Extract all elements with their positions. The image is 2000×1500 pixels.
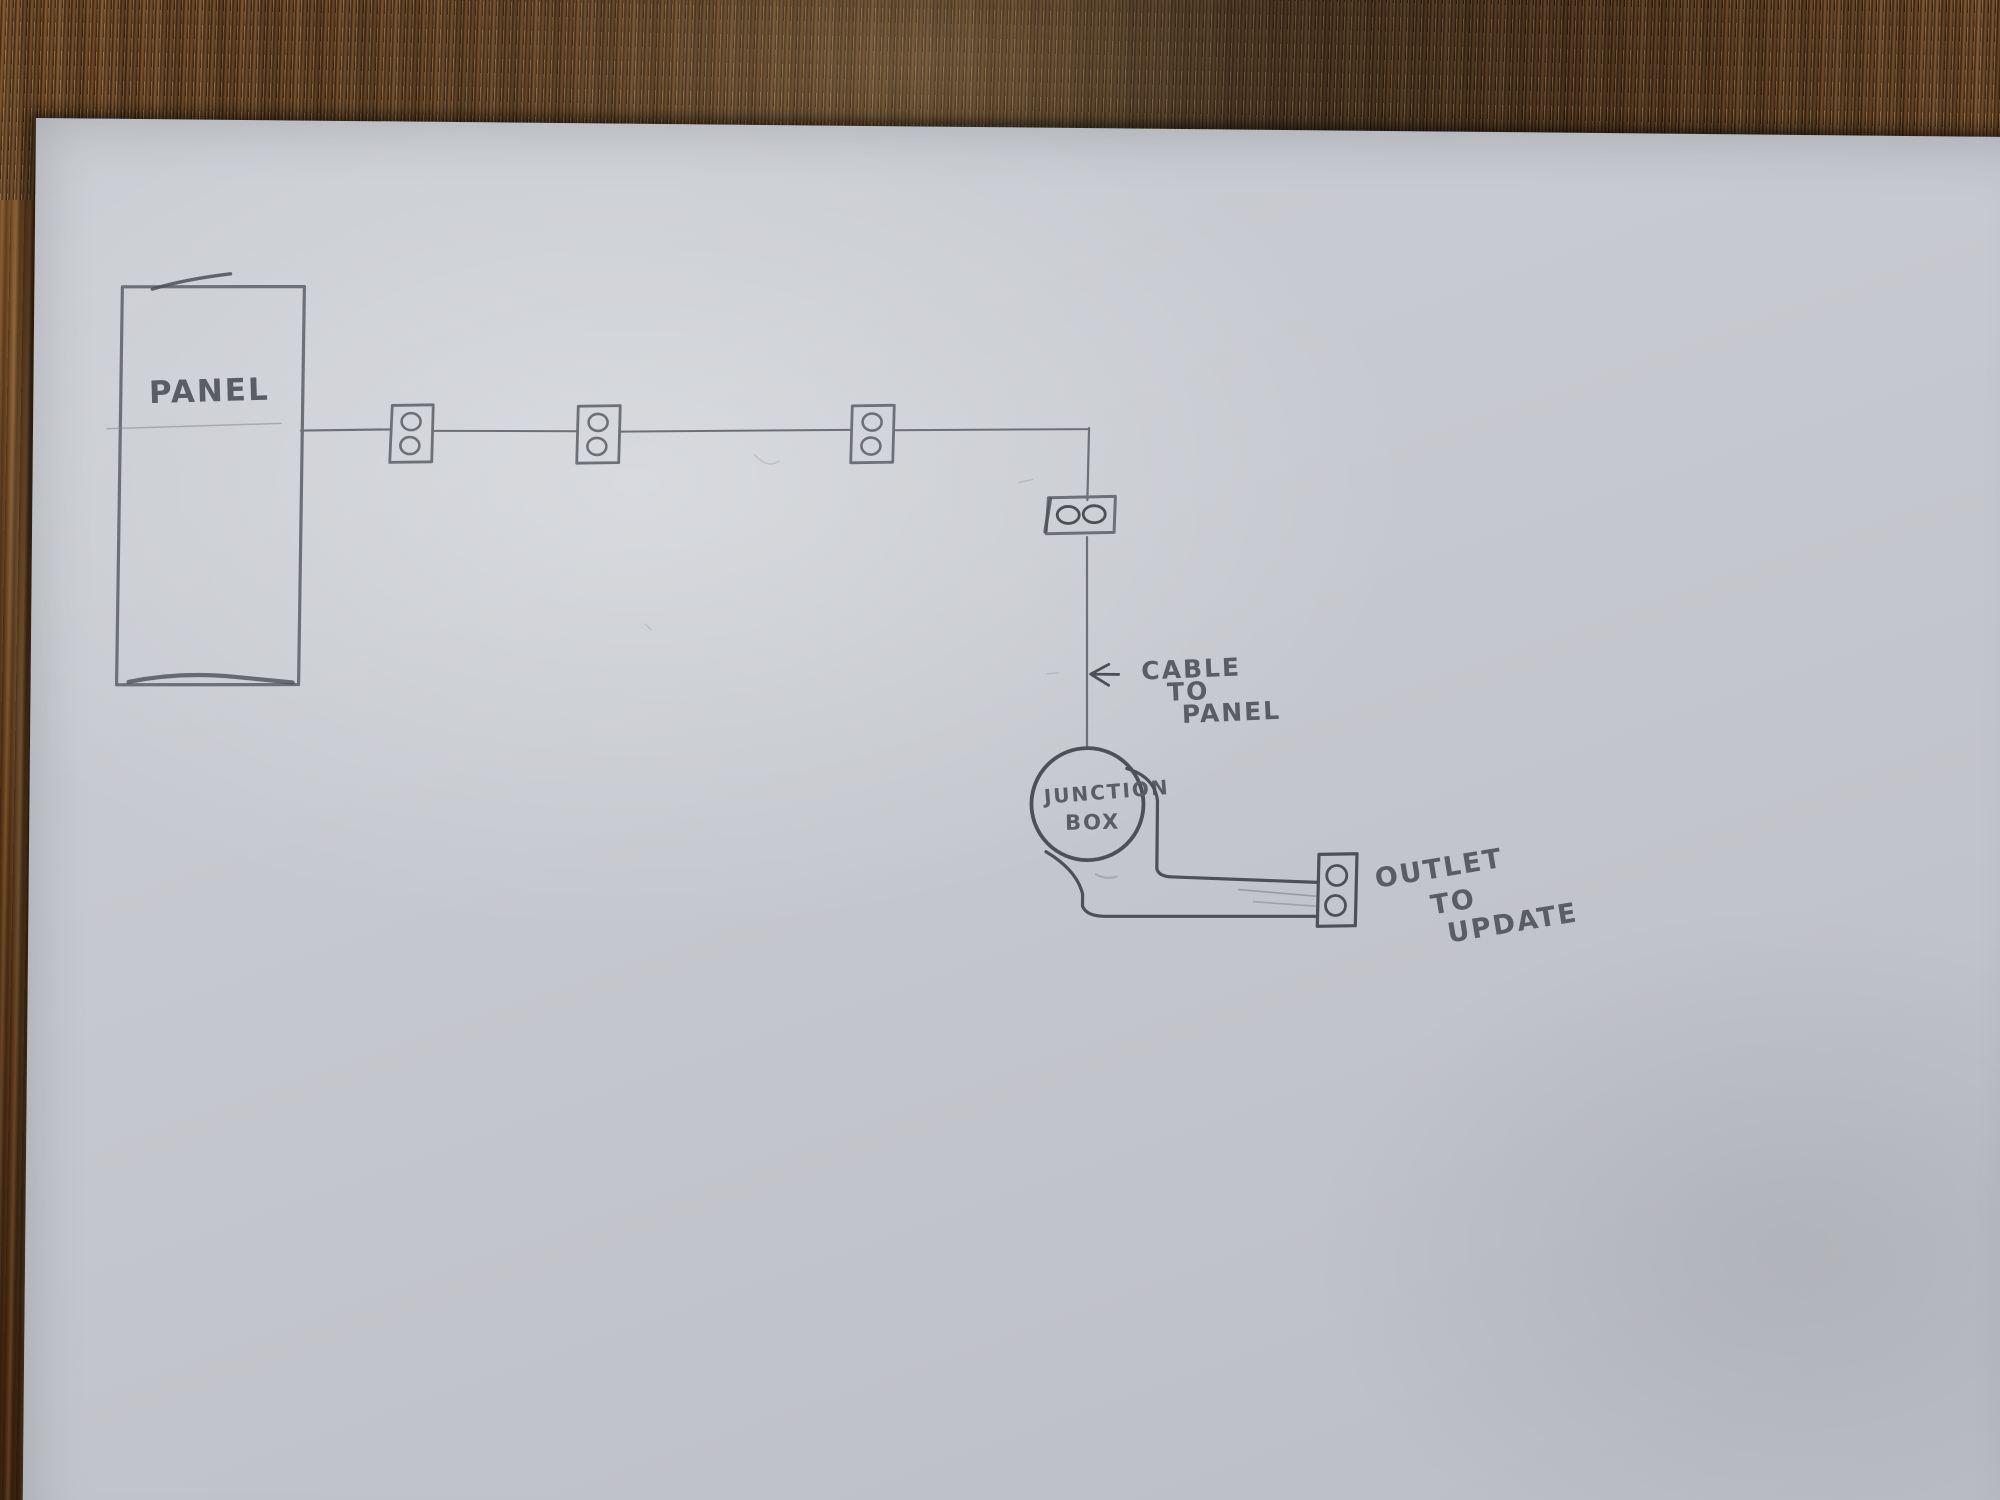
connection-outlet-2-to-outlet-3 — [619, 428, 853, 433]
cable-to-panel-line-2: TO — [1166, 676, 1210, 707]
connection-junction-box-to-outlet — [1044, 766, 1320, 918]
paper-sheet: PANEL — [22, 118, 2000, 1500]
annotation-cable-to-panel: CABLE TO PANEL — [1089, 652, 1282, 729]
connection-outlet-1-to-outlet-2 — [432, 429, 579, 433]
outlet-to-update-line-1: OUTLET — [1373, 843, 1506, 895]
annotation-outlet-to-update: OUTLET TO UPDATE — [1373, 843, 1581, 950]
node-outlet-to-update — [1315, 852, 1359, 928]
connection-outlet-3-to-corner — [893, 428, 1091, 432]
connection-panel-to-outlet-1 — [299, 428, 393, 432]
node-panel: PANEL — [106, 272, 306, 687]
node-outlet-4 — [1043, 494, 1117, 536]
junction-box-label-line-2: BOX — [1065, 810, 1121, 835]
outlet-to-update-line-2: TO — [1428, 883, 1478, 921]
node-outlet-2 — [575, 404, 622, 465]
junction-box-label-line-1: JUNCTION — [1041, 775, 1170, 809]
node-outlet-1 — [388, 403, 435, 464]
cable-to-panel-line-1: CABLE — [1141, 652, 1242, 685]
pencil-drawing-layer: PANEL — [106, 272, 1581, 950]
cable-to-panel-line-3: PANEL — [1181, 696, 1281, 729]
panel-label: PANEL — [148, 372, 270, 411]
node-junction-box: JUNCTION BOX — [1029, 746, 1170, 863]
stray-pencil-marks — [644, 454, 1060, 675]
node-outlet-3 — [849, 403, 896, 465]
connection-corner-to-junction-box — [1085, 427, 1091, 750]
